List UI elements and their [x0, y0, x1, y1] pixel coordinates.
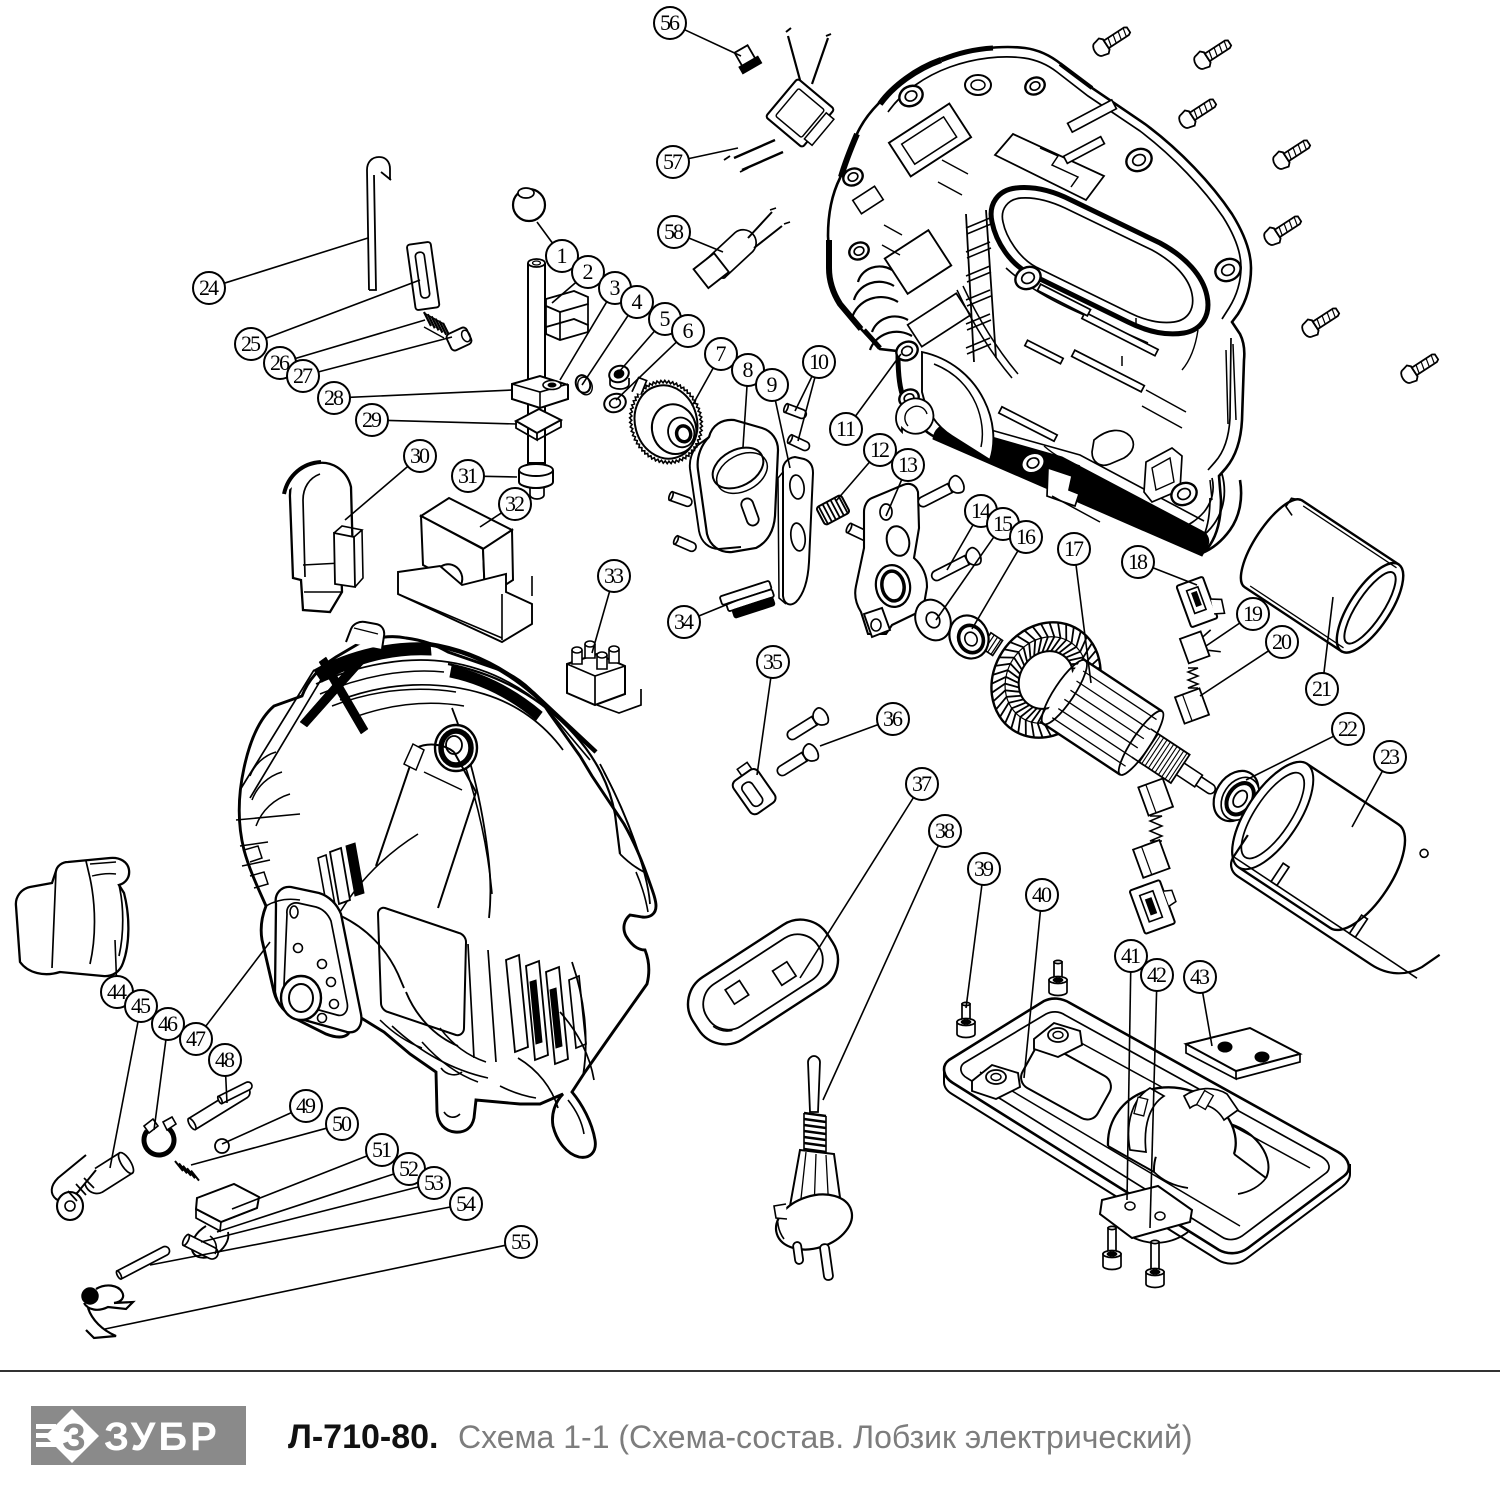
- svg-text:45: 45: [131, 993, 151, 1018]
- svg-text:11: 11: [836, 416, 856, 441]
- svg-text:25: 25: [241, 331, 261, 356]
- svg-text:12: 12: [870, 437, 890, 462]
- svg-text:35: 35: [763, 649, 783, 674]
- svg-text:2: 2: [583, 259, 594, 284]
- svg-text:5: 5: [660, 306, 671, 331]
- svg-text:56: 56: [660, 10, 680, 35]
- svg-text:30: 30: [410, 443, 430, 468]
- svg-text:41: 41: [1121, 943, 1141, 968]
- svg-text:44: 44: [107, 979, 127, 1004]
- svg-text:18: 18: [1128, 549, 1148, 574]
- svg-text:31: 31: [458, 463, 478, 488]
- svg-text:26: 26: [270, 350, 290, 375]
- svg-text:28: 28: [324, 385, 344, 410]
- svg-text:Л-710-80.: Л-710-80.: [288, 1418, 439, 1456]
- svg-text:34: 34: [674, 609, 694, 634]
- svg-text:47: 47: [186, 1026, 206, 1051]
- svg-text:10: 10: [809, 349, 829, 374]
- svg-text:53: 53: [424, 1170, 444, 1195]
- svg-text:38: 38: [935, 818, 955, 843]
- svg-text:48: 48: [215, 1047, 235, 1072]
- svg-text:1: 1: [557, 243, 568, 268]
- svg-text:9: 9: [767, 372, 778, 397]
- svg-text:52: 52: [399, 1156, 419, 1181]
- svg-text:29: 29: [362, 407, 382, 432]
- svg-text:57: 57: [663, 149, 683, 174]
- svg-text:55: 55: [511, 1229, 531, 1254]
- svg-text:3: 3: [610, 275, 621, 300]
- svg-text:24: 24: [199, 275, 219, 300]
- svg-text:39: 39: [974, 856, 994, 881]
- svg-text:20: 20: [1272, 629, 1292, 654]
- svg-text:16: 16: [1016, 524, 1036, 549]
- svg-text:50: 50: [332, 1111, 352, 1136]
- svg-text:43: 43: [1190, 964, 1210, 989]
- svg-text:58: 58: [664, 219, 684, 244]
- svg-text:7: 7: [716, 341, 727, 366]
- svg-text:49: 49: [296, 1093, 316, 1118]
- svg-text:Схема 1-1 (Схема-состав. Лобзи: Схема 1-1 (Схема-состав. Лобзик электрич…: [458, 1419, 1193, 1455]
- svg-text:13: 13: [898, 452, 918, 477]
- svg-text:42: 42: [1147, 962, 1167, 987]
- svg-text:ЗУБР: ЗУБР: [104, 1415, 220, 1459]
- svg-text:21: 21: [1312, 676, 1332, 701]
- svg-text:8: 8: [743, 357, 754, 382]
- svg-text:15: 15: [993, 511, 1013, 536]
- svg-text:З: З: [62, 1417, 86, 1459]
- svg-text:14: 14: [971, 498, 991, 523]
- svg-text:54: 54: [456, 1191, 476, 1216]
- svg-text:6: 6: [683, 318, 694, 343]
- svg-text:19: 19: [1243, 601, 1263, 626]
- svg-text:4: 4: [632, 289, 643, 314]
- svg-text:40: 40: [1032, 882, 1052, 907]
- svg-text:33: 33: [604, 563, 624, 588]
- svg-text:36: 36: [883, 706, 903, 731]
- svg-text:46: 46: [158, 1011, 178, 1036]
- svg-text:17: 17: [1064, 536, 1084, 561]
- svg-text:32: 32: [505, 491, 525, 516]
- svg-text:37: 37: [912, 771, 932, 796]
- svg-text:23: 23: [1380, 744, 1400, 769]
- svg-text:22: 22: [1338, 716, 1358, 741]
- svg-text:27: 27: [293, 363, 313, 388]
- svg-text:51: 51: [372, 1137, 392, 1162]
